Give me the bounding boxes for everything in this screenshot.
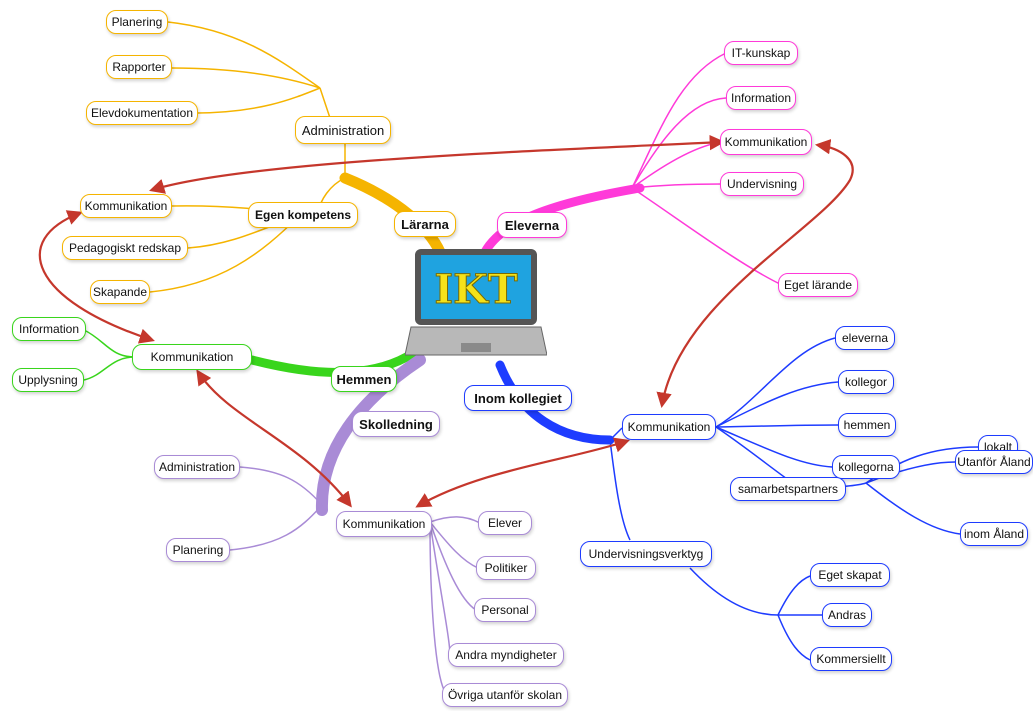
node-skolledning-planering[interactable]: Planering bbox=[166, 538, 230, 562]
crosslink-skolledning-kollegiet bbox=[415, 437, 630, 508]
branch-inom-kollegiet[interactable]: Inom kollegiet bbox=[464, 385, 572, 411]
node-kollegor[interactable]: kollegor bbox=[838, 370, 894, 394]
laptop-icon: IKT bbox=[404, 247, 548, 365]
node-elevdokumentation[interactable]: Elevdokumentation bbox=[86, 101, 198, 125]
node-inom-aland[interactable]: inom Åland bbox=[960, 522, 1028, 546]
node-samarbetspartners[interactable]: samarbetspartners bbox=[730, 477, 846, 501]
node-egen-kompetens[interactable]: Egen kompetens bbox=[248, 202, 358, 228]
node-hemmen[interactable]: hemmen bbox=[838, 413, 896, 437]
node-skapande[interactable]: Skapande bbox=[90, 280, 150, 304]
node-skolledning-administration[interactable]: Administration bbox=[154, 455, 240, 479]
node-upplysning[interactable]: Upplysning bbox=[12, 368, 84, 392]
node-eget-larande[interactable]: Eget lärande bbox=[778, 273, 858, 297]
crosslink-kollegiet-elever bbox=[656, 139, 854, 409]
node-administration[interactable]: Administration bbox=[295, 116, 391, 144]
node-lararna-kommunikation[interactable]: Kommunikation bbox=[80, 194, 172, 218]
node-personal[interactable]: Personal bbox=[474, 598, 536, 622]
node-information[interactable]: Information bbox=[726, 86, 796, 110]
node-kollegorna[interactable]: kollegorna bbox=[832, 455, 900, 479]
node-eget-skapat[interactable]: Eget skapat bbox=[810, 563, 890, 587]
node-eleverna[interactable]: eleverna bbox=[835, 326, 895, 350]
node-elever[interactable]: Elever bbox=[478, 511, 532, 535]
node-ovriga-utanfor-skolan[interactable]: Övriga utanför skolan bbox=[442, 683, 568, 707]
node-kollegiet-kommunikation[interactable]: Kommunikation bbox=[622, 414, 716, 440]
crosslink-elever-larare bbox=[149, 134, 726, 194]
center-label: IKT bbox=[434, 266, 517, 313]
node-it-kunskap[interactable]: IT-kunskap bbox=[724, 41, 798, 65]
crosslink-hemmen-skolledning bbox=[196, 369, 352, 508]
node-eleverna-kommunikation[interactable]: Kommunikation bbox=[720, 129, 812, 155]
node-utanfor-aland[interactable]: Utanför Åland bbox=[955, 450, 1033, 474]
node-hemmen-information[interactable]: Information bbox=[12, 317, 86, 341]
branch-eleverna[interactable]: Eleverna bbox=[497, 212, 567, 238]
node-hemmen-kommunikation[interactable]: Kommunikation bbox=[132, 344, 252, 370]
node-kommersiellt[interactable]: Kommersiellt bbox=[810, 647, 892, 671]
node-undervisning[interactable]: Undervisning bbox=[720, 172, 804, 196]
node-pedagogiskt-redskap[interactable]: Pedagogiskt redskap bbox=[62, 236, 188, 260]
node-andras[interactable]: Andras bbox=[822, 603, 872, 627]
branch-lararna[interactable]: Lärarna bbox=[394, 211, 456, 237]
branch-hemmen[interactable]: Hemmen bbox=[331, 366, 397, 392]
node-politiker[interactable]: Politiker bbox=[476, 556, 536, 580]
node-skolledning-kommunikation[interactable]: Kommunikation bbox=[336, 511, 432, 537]
node-rapporter[interactable]: Rapporter bbox=[106, 55, 172, 79]
node-andra-myndigheter[interactable]: Andra myndigheter bbox=[448, 643, 564, 667]
node-planering[interactable]: Planering bbox=[106, 10, 168, 34]
crosslink-larare-hemmen bbox=[38, 210, 155, 344]
branch-skolledning[interactable]: Skolledning bbox=[352, 411, 440, 437]
node-undervisningsverktyg[interactable]: Undervisningsverktyg bbox=[580, 541, 712, 567]
